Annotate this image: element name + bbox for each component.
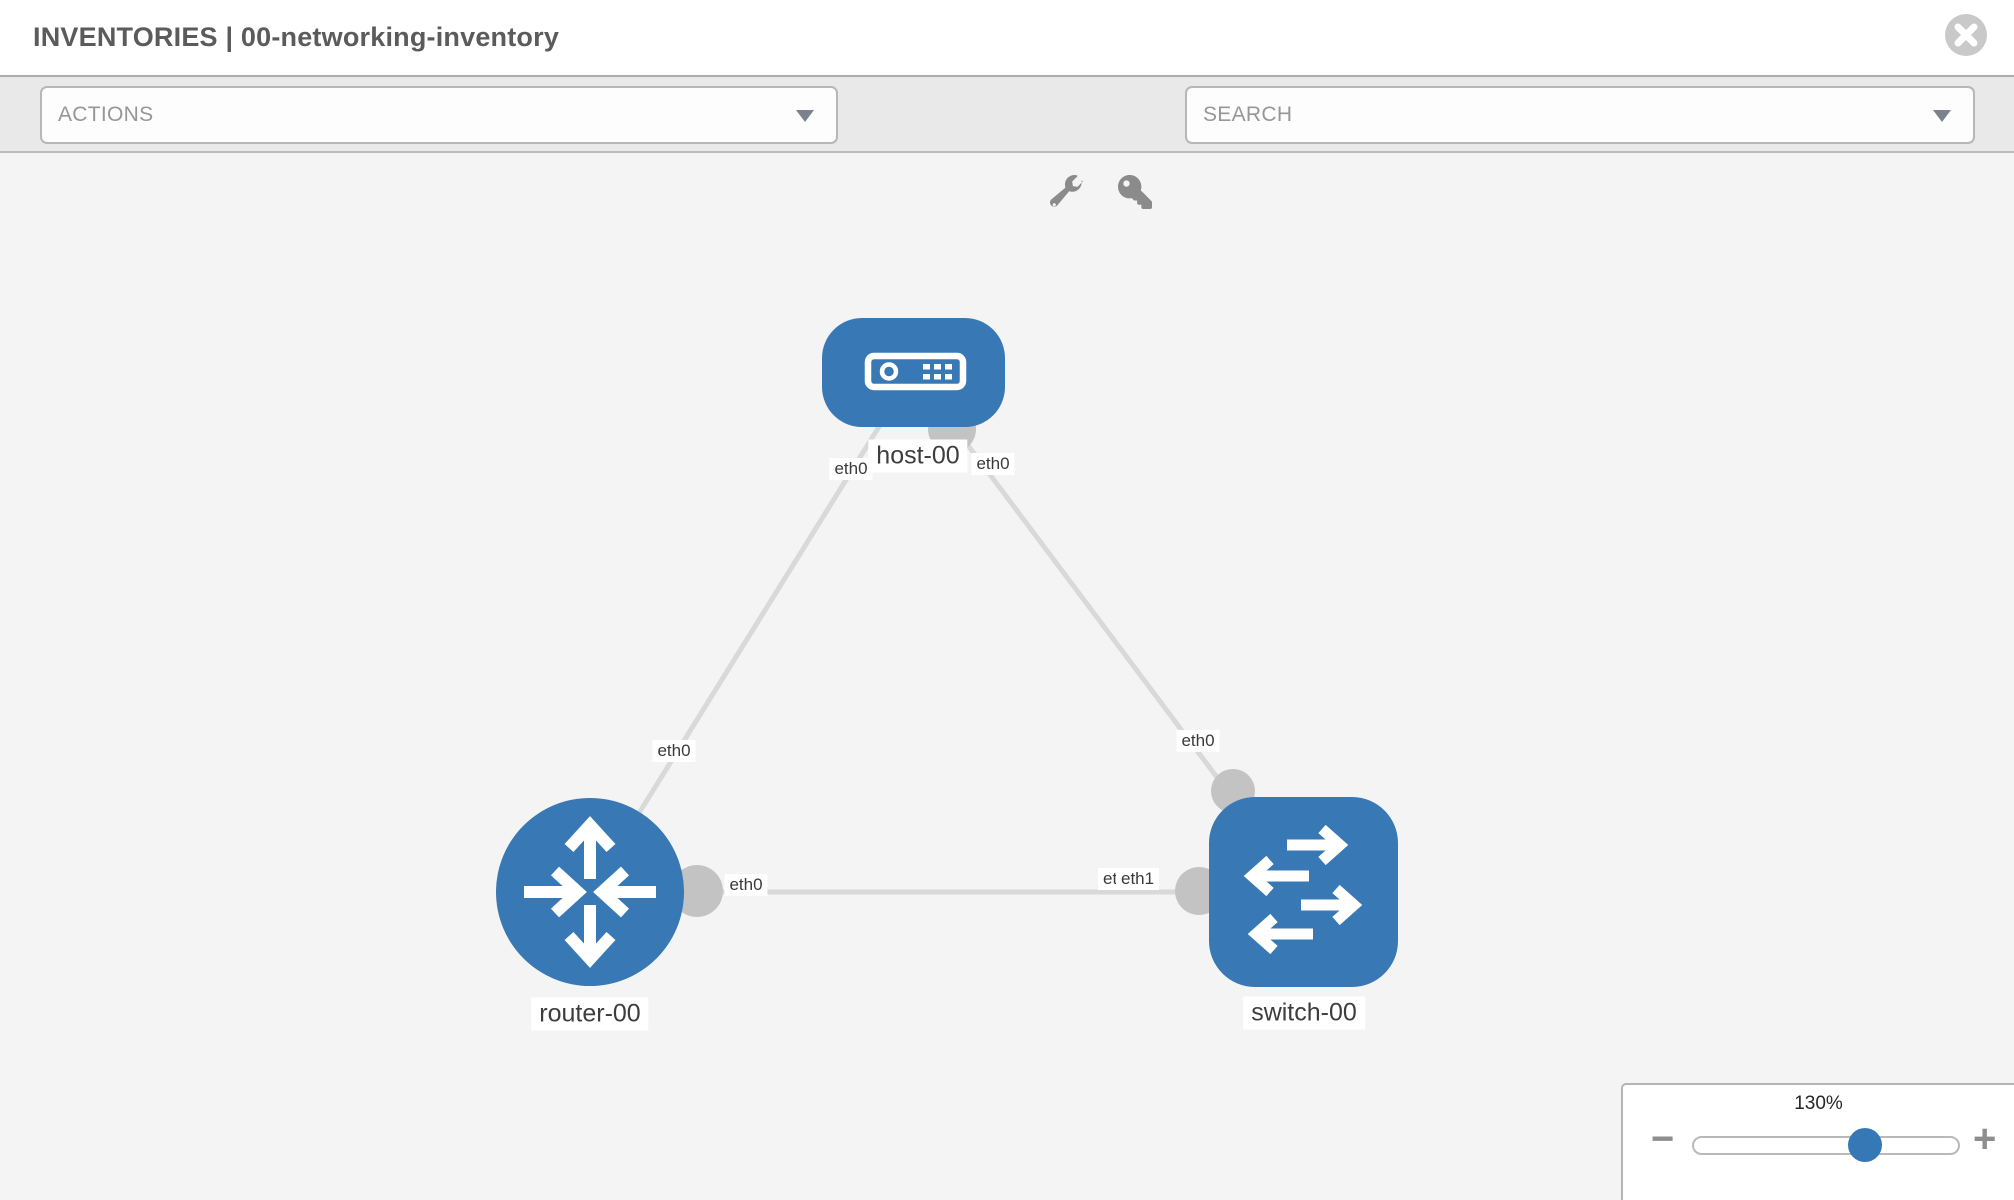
if-label-host-switch-switch-end: eth0 (1176, 730, 1220, 752)
manage-groups-button[interactable] (1046, 171, 1088, 213)
if-label-router-switch-switch-end: eth1 (1116, 868, 1160, 890)
actions-dropdown[interactable]: ACTIONS (40, 86, 838, 144)
if-label-router-host-host-end: eth0 (829, 458, 873, 480)
if-label-host-switch-host-end: eth0 (971, 453, 1015, 475)
interface-ports (671, 405, 1255, 917)
node-label-router[interactable]: router-00 (531, 997, 649, 1031)
search-dropdown-placeholder: SEARCH (1203, 103, 1293, 126)
close-button[interactable] (1944, 13, 1988, 57)
chevron-down-icon (1933, 110, 1951, 122)
switch-arrows-icon (1243, 824, 1363, 955)
if-label-router-switch-router-end: eth0 (724, 874, 768, 896)
zoom-level: 130% (1794, 1093, 1843, 1114)
zoom-in-button[interactable]: + (1973, 1117, 1997, 1161)
if-label-router-host-router-end: eth0 (652, 740, 696, 762)
page-title: INVENTORIES | 00-networking-inventory (33, 22, 560, 52)
header: INVENTORIES | 00-networking-inventory (0, 0, 2014, 75)
search-dropdown[interactable]: SEARCH (1185, 86, 1975, 144)
node-label-host[interactable]: host-00 (868, 439, 968, 473)
key-icon (1118, 175, 1152, 209)
actions-dropdown-label: ACTIONS (58, 103, 154, 126)
zoom-slider-track[interactable] (1692, 1136, 1960, 1155)
credentials-button[interactable] (1114, 171, 1156, 213)
toolbar: ACTIONS SEARCH (0, 75, 2014, 209)
wrench-icon (1050, 175, 1084, 207)
port-router-eth0[interactable] (671, 865, 723, 917)
node-router-00[interactable] (496, 798, 684, 986)
router-arrows-icon (524, 816, 656, 968)
node-switch-00[interactable] (1209, 797, 1398, 987)
node-label-switch[interactable]: switch-00 (1243, 996, 1365, 1030)
host-device-icon (864, 352, 967, 391)
zoom-slider-thumb[interactable] (1848, 1128, 1882, 1162)
close-icon (1945, 14, 1987, 56)
zoom-panel: 130% − + (1621, 1083, 2014, 1200)
node-host-00[interactable] (822, 318, 1005, 427)
zoom-out-button[interactable]: − (1651, 1117, 1675, 1161)
chevron-down-icon (796, 110, 814, 122)
